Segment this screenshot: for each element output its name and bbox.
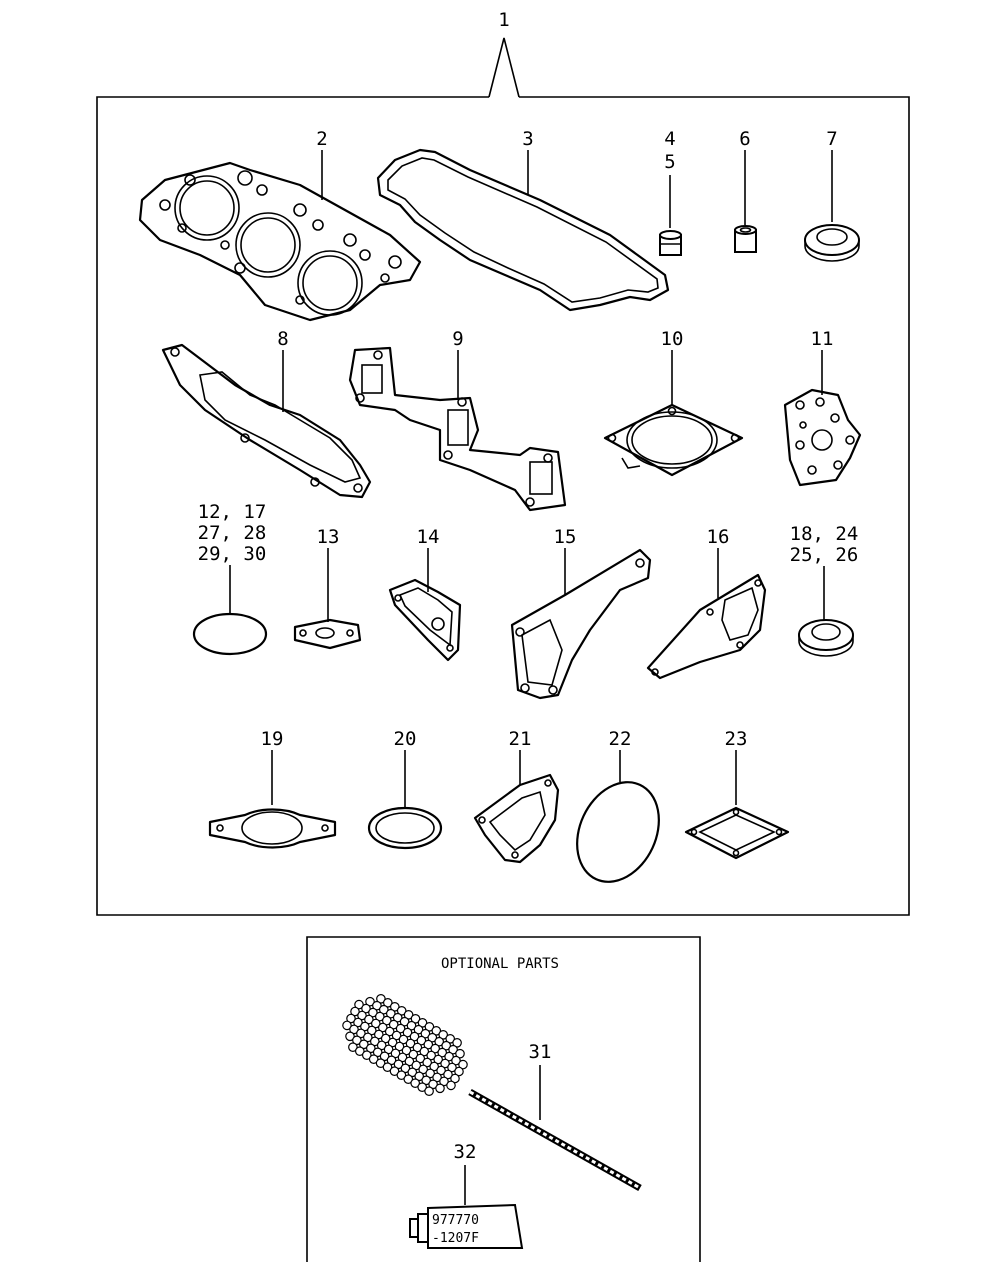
main-frame: 1 bbox=[96, 9, 910, 916]
part-9-intake-manifold-gasket: 9 bbox=[348, 328, 567, 512]
svg-text:14: 14 bbox=[417, 526, 440, 548]
part-13-small-gasket: 13 bbox=[293, 526, 362, 650]
svg-text:5: 5 bbox=[664, 151, 675, 173]
svg-text:16: 16 bbox=[707, 526, 730, 548]
part-21-bracket-gasket: 21 bbox=[473, 728, 560, 864]
part-8-exhaust-manifold-gasket: 8 bbox=[161, 328, 372, 499]
part-2-cylinder-head-gasket: 2 bbox=[138, 128, 422, 322]
svg-text:32: 32 bbox=[454, 1141, 477, 1163]
svg-text:18, 24: 18, 24 bbox=[790, 523, 859, 545]
part-6-bushing: 6 bbox=[734, 128, 757, 253]
part-20-ring-gasket: 20 bbox=[367, 728, 443, 850]
svg-text:23: 23 bbox=[725, 728, 748, 750]
tube-label-code: 977770 bbox=[432, 1213, 479, 1228]
svg-text:2: 2 bbox=[316, 128, 327, 150]
part-7-seal-washer: 7 bbox=[804, 128, 860, 262]
brush-head bbox=[342, 993, 468, 1096]
svg-text:22: 22 bbox=[609, 728, 632, 750]
svg-text:6: 6 bbox=[739, 128, 750, 150]
part-15-long-gasket: 15 bbox=[510, 526, 652, 700]
svg-text:19: 19 bbox=[261, 728, 284, 750]
svg-text:21: 21 bbox=[509, 728, 532, 750]
svg-text:8: 8 bbox=[277, 328, 288, 350]
svg-text:25, 26: 25, 26 bbox=[790, 544, 859, 566]
svg-text:9: 9 bbox=[452, 328, 463, 350]
svg-text:3: 3 bbox=[522, 128, 533, 150]
part-22-large-o-ring: 22 bbox=[576, 728, 660, 883]
svg-text:15: 15 bbox=[554, 526, 577, 548]
svg-text:20: 20 bbox=[394, 728, 417, 750]
svg-text:13: 13 bbox=[317, 526, 340, 548]
part-23-square-gasket: 23 bbox=[684, 728, 790, 860]
label-1: 1 bbox=[498, 9, 509, 31]
part-4-5-valve-stem-seal: 4 5 bbox=[659, 128, 682, 256]
part-12-17-27-28-29-30-o-ring: 12, 17 27, 28 29, 30 bbox=[192, 501, 268, 656]
svg-text:11: 11 bbox=[811, 328, 834, 350]
part-10-flange-gasket: 10 bbox=[603, 328, 744, 477]
svg-text:12, 17: 12, 17 bbox=[198, 501, 267, 523]
part-18-24-25-26-seal-washer: 18, 24 25, 26 bbox=[790, 523, 859, 657]
optional-parts-frame: OPTIONAL PARTS bbox=[306, 936, 701, 1262]
svg-text:4: 4 bbox=[664, 128, 675, 150]
svg-text:29, 30: 29, 30 bbox=[198, 543, 267, 565]
part-16-plate-gasket: 16 bbox=[646, 526, 767, 680]
svg-text:7: 7 bbox=[826, 128, 837, 150]
svg-text:27, 28: 27, 28 bbox=[198, 522, 267, 544]
part-19-oval-gasket: 19 bbox=[208, 728, 337, 849]
part-14-cover-gasket: 14 bbox=[388, 526, 462, 662]
part-32-sealant-tube: 32 977770 -1207F bbox=[409, 1141, 524, 1249]
part-11-plate-gasket: 11 bbox=[783, 328, 862, 487]
part-31-cylinder-hone-brush: 31 bbox=[342, 993, 642, 1192]
optional-parts-title: OPTIONAL PARTS bbox=[441, 956, 559, 972]
svg-text:10: 10 bbox=[661, 328, 684, 350]
tube-label-suffix: -1207F bbox=[432, 1231, 479, 1246]
part-3-valve-cover-gasket: 3 bbox=[376, 128, 670, 312]
svg-text:31: 31 bbox=[529, 1041, 552, 1063]
